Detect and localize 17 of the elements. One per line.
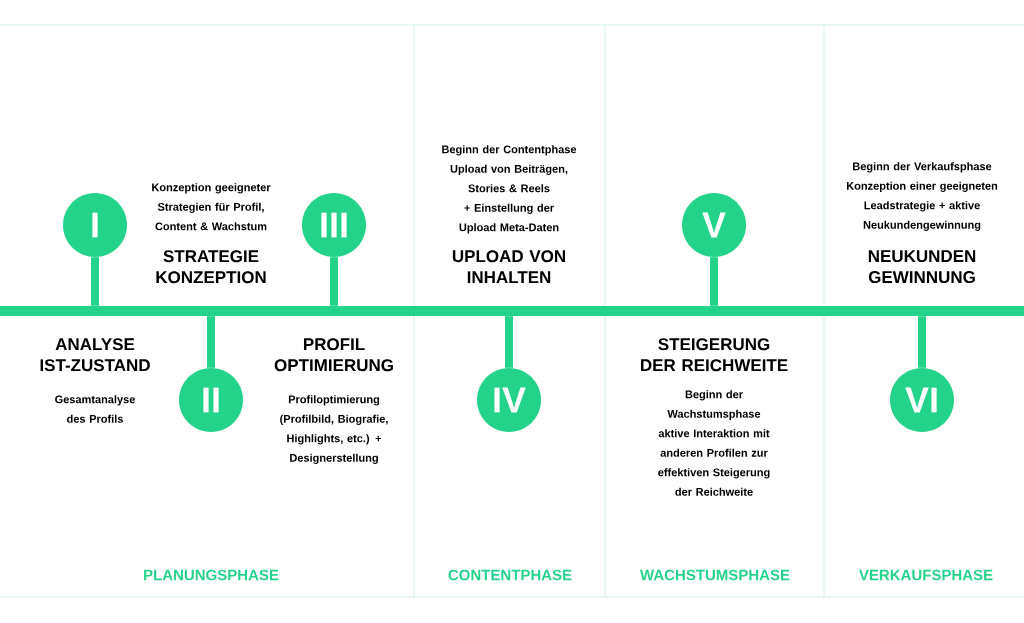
milestone-description: Gesamtanalyse des Profils <box>55 395 135 423</box>
milestone-description: Beginn der Contentphase Upload von Beiträgen, Stories & Reels + Einstellung der Upload Meta-Daten <box>442 145 577 234</box>
phase-label: VERKAUFSPHASE <box>859 569 993 581</box>
milestone-heading: PROFIL OPTIMIERUNG <box>274 338 393 372</box>
milestone-heading: ANALYSE IST-ZUSTAND <box>40 338 150 372</box>
phase-label: WACHSTUMSPHASE <box>640 569 790 581</box>
phase-label: CONTENTPHASE <box>448 569 572 581</box>
phase-label: PLANUNGSPHASE <box>144 569 279 581</box>
milestone-heading: STEIGERUNG DER REICHWEITE <box>641 338 788 372</box>
milestone-description: Konzeption geeigneter Strategien für Profil, Content & Wachstum <box>152 183 271 231</box>
milestone-description: Profiloptimierung (Profilbild, Biografie, Highlights, etc.) + Designerstellung <box>280 395 388 464</box>
timeline-bar <box>0 306 1024 316</box>
milestone-description: Beginn der Verkaufsphase Konzeption einer geeigneten Leadstrategie + aktive Neukundengewinnung <box>846 162 998 231</box>
milestone-heading: STRATEGIE KONZEPTION <box>156 250 266 284</box>
milestone-description: Beginn der Wachstumsphase aktive Interaktion mit anderen Profilen zur effektiven Steigerung der Reichweite <box>658 390 770 496</box>
milestone-heading: NEUKUNDEN GEWINNUNG <box>868 250 976 284</box>
milestone-heading: UPLOAD VON INHALTEN <box>452 250 565 284</box>
